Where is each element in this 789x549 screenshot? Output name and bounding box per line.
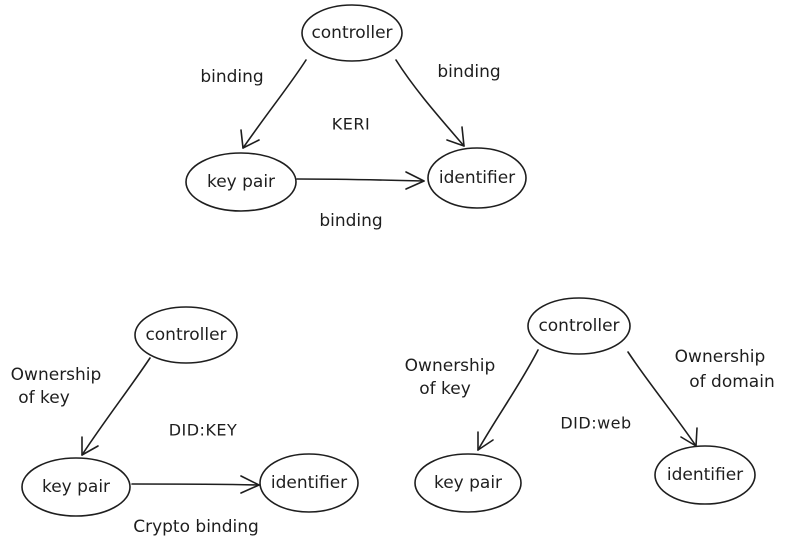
did-key-edge-label-line2: of key [18, 388, 70, 408]
keri-edge-label-bottom: binding [319, 211, 382, 231]
did-web-edge-left-line1: Ownership [405, 356, 496, 376]
keri-arrowhead-identifier [446, 126, 465, 147]
did-key-keypair-node [21, 457, 131, 517]
did-key-edge-keypair-identifier [131, 483, 260, 486]
did-web-edge-left-line2: of key [419, 379, 471, 399]
did-web-edge-controller-keypair [477, 349, 539, 451]
keri-keypair-node [185, 152, 297, 212]
did-key-edge-label-bottom: Crypto binding [133, 517, 259, 537]
keri-keypair-label: key pair [207, 172, 275, 192]
did-key-keypair-label: key pair [42, 477, 110, 497]
did-key-edge-label-line1: Ownership [11, 365, 102, 385]
did-web-diagram: controller key pair identifier Ownership… [405, 297, 775, 513]
keri-controller-label: controller [311, 23, 392, 43]
keri-edge-label-left: binding [200, 67, 263, 87]
did-web-controller-node [527, 297, 631, 355]
did-key-arrowhead-identifier [240, 475, 260, 494]
did-web-title: DID:web [560, 414, 631, 433]
keri-controller-node [301, 4, 403, 62]
keri-edge-controller-identifier [395, 59, 465, 147]
did-key-edge-controller-keypair [81, 357, 151, 456]
did-key-diagram: controller key pair identifier Ownership… [11, 306, 359, 537]
did-web-identifier-node [654, 445, 756, 505]
did-web-edge-right-line2: of domain [689, 372, 774, 392]
keri-edge-label-right: binding [437, 62, 500, 82]
keri-title: KERI [332, 115, 370, 134]
did-web-arrowhead-keypair [477, 431, 494, 451]
did-web-identifier-label: identifier [667, 465, 743, 485]
keri-identifier-label: identifier [439, 168, 515, 188]
keri-arrowhead-keypair-identifier [405, 171, 425, 190]
did-key-identifier-label: identifier [271, 473, 347, 493]
did-web-edge-right-line1: Ownership [675, 347, 766, 367]
keri-edge-controller-keypair [242, 59, 307, 149]
keri-edge-keypair-identifier [296, 178, 425, 182]
keri-diagram: controller key pair identifier binding b… [185, 4, 527, 231]
did-key-arrowhead-keypair [81, 436, 99, 456]
did-web-controller-label: controller [538, 316, 619, 336]
did-key-controller-node [134, 306, 238, 364]
did-key-title: DID:KEY [169, 421, 238, 440]
did-web-edge-controller-identifier [627, 351, 697, 447]
did-web-keypair-node [414, 453, 522, 513]
keri-arrowhead-keypair [240, 129, 260, 149]
did-web-keypair-label: key pair [434, 473, 502, 493]
keri-identifier-node [427, 147, 527, 209]
did-key-controller-label: controller [145, 325, 226, 345]
did-key-identifier-node [259, 453, 359, 513]
